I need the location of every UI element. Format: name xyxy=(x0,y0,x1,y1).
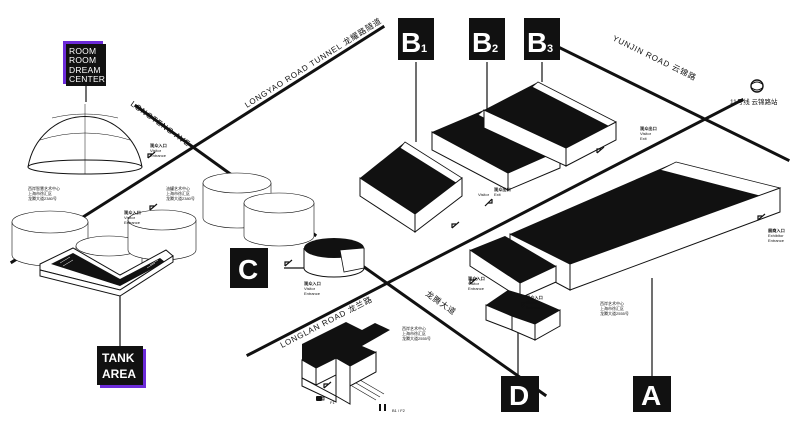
svg-text:上海市徐汇区: 上海市徐汇区 xyxy=(28,190,52,196)
svg-text:观众出口: 观众出口 xyxy=(494,186,511,193)
building-b1 xyxy=(359,141,463,234)
svg-text:观众入口: 观众入口 xyxy=(468,275,485,282)
badge-b1[interactable]: B 1 xyxy=(398,18,434,60)
badge-d[interactable]: D xyxy=(501,376,539,412)
svg-text:上海市徐汇区: 上海市徐汇区 xyxy=(600,305,624,311)
svg-text:上海市徐汇区: 上海市徐汇区 xyxy=(166,190,190,196)
cross-building xyxy=(301,322,390,405)
badge-b1-sub: 1 xyxy=(421,43,427,55)
svg-text:Entrance: Entrance xyxy=(304,291,321,296)
badge-b3-sub: 3 xyxy=(547,43,553,55)
svg-text:西岸艺术中心: 西岸艺术中心 xyxy=(600,300,624,306)
svg-text:Entrance: Entrance xyxy=(150,153,167,158)
facility-icons xyxy=(316,396,386,411)
svg-text:B1 / F2: B1 / F2 xyxy=(392,408,406,413)
svg-text:Entrance: Entrance xyxy=(526,305,543,310)
badge-b3-letter: B xyxy=(527,27,547,58)
svg-text:Entrance: Entrance xyxy=(468,286,485,291)
label-yunjin-road: YUNJIN ROAD 云锦路 xyxy=(611,33,698,83)
svg-text:Visitor: Visitor xyxy=(478,192,490,197)
svg-text:龙腾大道2380号: 龙腾大道2380号 xyxy=(28,195,57,201)
badge-c[interactable]: C xyxy=(230,248,268,288)
building-a xyxy=(469,161,782,299)
badge-b2[interactable]: B 2 xyxy=(469,18,505,60)
label-longteng-ave: LONGTENG AVE xyxy=(129,99,192,148)
svg-text:Visitor: Visitor xyxy=(468,281,480,286)
svg-text:观众入口: 观众入口 xyxy=(150,142,167,149)
road-longlan xyxy=(245,97,745,358)
svg-text:Visitor: Visitor xyxy=(304,286,316,291)
badge-d-letter: D xyxy=(509,380,529,411)
svg-text:Visitor: Visitor xyxy=(526,300,538,305)
svg-text:Exit: Exit xyxy=(640,136,648,141)
metro-station[interactable]: 11号线 云锦路站 xyxy=(730,79,778,106)
tank-area-badge[interactable]: TANK AREA xyxy=(97,346,146,388)
road-yunjin xyxy=(545,39,791,163)
room-line1: ROOM xyxy=(69,46,96,56)
tank-line2: AREA xyxy=(102,367,136,381)
building-b3 xyxy=(483,81,617,167)
tank-line1: TANK xyxy=(102,351,135,365)
entrance-arrows xyxy=(147,146,766,389)
tank-v-building xyxy=(39,247,174,297)
arrow-icon xyxy=(147,153,152,158)
svg-text:Visitor: Visitor xyxy=(640,131,652,136)
svg-text:龙腾大道2555号: 龙腾大道2555号 xyxy=(600,310,629,316)
tank-area-structures xyxy=(11,172,315,283)
svg-text:龙腾大道2380号: 龙腾大道2380号 xyxy=(166,195,195,201)
badge-b2-sub: 2 xyxy=(492,43,498,55)
badge-b1-letter: B xyxy=(401,27,421,58)
badge-a[interactable]: A xyxy=(633,376,671,412)
info-labels: 观众入口 Visitor Entrance 西岸智慧艺术中心 上海市徐汇区 龙腾… xyxy=(28,125,785,413)
svg-text:Visitor: Visitor xyxy=(150,148,162,153)
svg-text:观众入口: 观众入口 xyxy=(526,294,543,301)
svg-text:观众入口: 观众入口 xyxy=(124,209,141,216)
svg-text:Exhibitor: Exhibitor xyxy=(768,233,784,238)
svg-text:龙腾大道2555号: 龙腾大道2555号 xyxy=(402,335,431,341)
svg-text:Entrance: Entrance xyxy=(124,220,141,225)
svg-text:西岸艺术中心: 西岸艺术中心 xyxy=(402,325,426,331)
room-line3: DREAM xyxy=(69,65,101,75)
roads xyxy=(9,24,791,398)
cafe-icon xyxy=(316,396,325,401)
svg-text:观众出口: 观众出口 xyxy=(640,125,657,132)
svg-text:观众入口: 观众入口 xyxy=(304,280,321,287)
label-longyao-tunnel: LONGYAO ROAD TUNNEL 龙耀路隧道 xyxy=(243,15,384,109)
svg-text:上海市徐汇区: 上海市徐汇区 xyxy=(402,330,426,336)
badge-b2-letter: B xyxy=(472,27,492,58)
room-line2: ROOM xyxy=(69,55,96,65)
svg-text:Exit: Exit xyxy=(494,192,502,197)
svg-text:Entrance: Entrance xyxy=(768,238,785,243)
badge-a-letter: A xyxy=(641,380,661,411)
restroom-icon xyxy=(379,404,386,411)
svg-text:Visitor: Visitor xyxy=(124,215,136,220)
badge-b3[interactable]: B 3 xyxy=(524,18,560,60)
leader-lines xyxy=(85,62,653,376)
building-c xyxy=(303,238,365,278)
room-dome xyxy=(27,104,143,175)
road-longteng-ave-south xyxy=(337,247,548,398)
svg-text:展商入口: 展商入口 xyxy=(768,227,785,234)
badge-c-letter: C xyxy=(238,254,258,285)
svg-text:油罐艺术中心: 油罐艺术中心 xyxy=(166,185,190,191)
svg-text:F1: F1 xyxy=(330,400,335,405)
svg-text:西岸智慧艺术中心: 西岸智慧艺术中心 xyxy=(28,185,60,191)
building-d xyxy=(485,290,561,341)
room-line4: CENTER xyxy=(69,74,105,84)
metro-label: 11号线 云锦路站 xyxy=(730,97,778,106)
room-room-dream-center-badge[interactable]: ROOM ROOM DREAM CENTER xyxy=(63,41,106,86)
